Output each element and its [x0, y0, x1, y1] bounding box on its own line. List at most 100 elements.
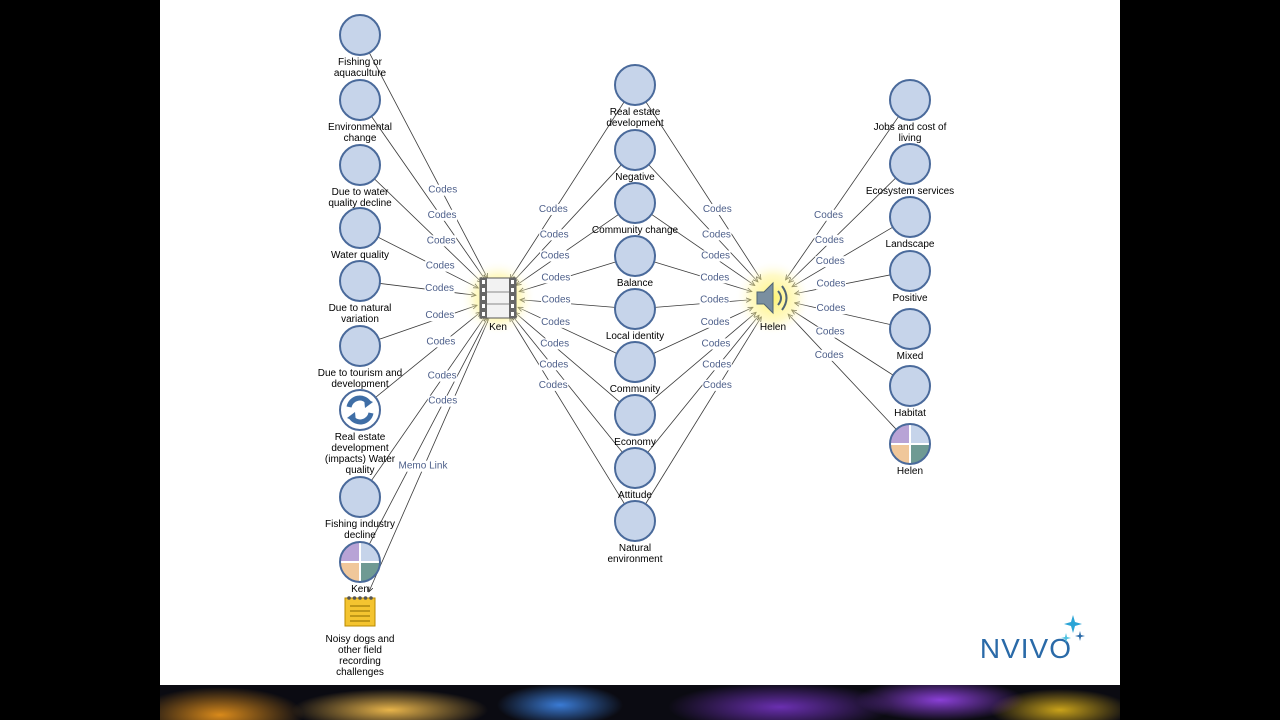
node-label: Community — [610, 384, 661, 395]
node-circle-icon — [614, 394, 656, 436]
edge-label: Memo Link — [399, 461, 449, 472]
edge-label: Codes — [541, 250, 570, 261]
node-r6[interactable]: Habitat — [889, 365, 931, 419]
node-circle-icon — [614, 129, 656, 171]
edge-label: Codes — [427, 235, 456, 246]
edge-m2-hubKen — [513, 164, 622, 282]
node-m8[interactable]: Attitude — [614, 447, 656, 501]
node-circle-icon — [889, 79, 931, 121]
edge-label-bg — [541, 294, 572, 306]
node-label: Habitat — [894, 408, 926, 419]
edge-label-bg — [815, 303, 846, 315]
node-m2[interactable]: Negative — [614, 129, 656, 183]
node-circle-icon — [889, 196, 931, 238]
node-m3[interactable]: Community change — [592, 182, 679, 236]
node-label: Balance — [617, 278, 654, 289]
edge-n9-hubKen — [368, 317, 488, 545]
edge-label: Codes — [542, 295, 571, 306]
node-circle-icon — [614, 288, 656, 330]
speaker-icon — [756, 281, 788, 315]
node-circle-icon — [339, 14, 381, 56]
edge-label: Codes — [816, 256, 845, 267]
edge-label-bg — [424, 310, 455, 322]
edge-label: Codes — [700, 272, 729, 283]
node-m6[interactable]: Community — [610, 341, 661, 395]
film-strip-icon — [479, 277, 517, 319]
edge-label-bg — [538, 379, 569, 391]
network-diagram: CodesCodesCodesCodesCodesCodesCodesCodes… — [318, 14, 954, 678]
edge-label: Codes — [701, 317, 730, 328]
node-label: Negative — [615, 172, 655, 183]
node-label: Ecosystem services — [866, 186, 954, 197]
edge-r7-hubHelen — [788, 314, 897, 430]
edge-r2-hubHelen — [789, 177, 896, 283]
node-n4[interactable]: Water quality — [331, 207, 389, 261]
edge-label: Codes — [817, 279, 846, 290]
edge-label: Codes — [540, 229, 569, 240]
edge-label-bg — [701, 359, 732, 371]
node-label: Attitude — [618, 490, 652, 501]
edge-m1-hubHelen — [645, 101, 761, 280]
edge-label-bg — [427, 370, 458, 382]
edge-n3-hubKen — [374, 178, 482, 283]
edge-m1-hubKen — [510, 101, 625, 280]
edge-label: Codes — [700, 295, 729, 306]
edge-label-bg — [702, 203, 733, 215]
edge-label: Codes — [815, 235, 844, 246]
node-label: Helen — [897, 466, 923, 477]
node-r5[interactable]: Mixed — [889, 308, 931, 362]
node-circle-icon — [339, 260, 381, 302]
edge-label: Codes — [539, 359, 568, 370]
edge-label-bg — [540, 250, 571, 262]
node-r2[interactable]: Ecosystem services — [866, 143, 954, 197]
node-m5[interactable]: Local identity — [606, 288, 664, 342]
edge-label-bg — [540, 272, 571, 284]
node-r4[interactable]: Positive — [889, 250, 931, 304]
edge-label-bg — [700, 250, 731, 262]
node-circle-icon — [339, 79, 381, 121]
node-m4[interactable]: Balance — [614, 235, 656, 289]
edge-label-bg — [427, 184, 458, 196]
node-r3[interactable]: Landscape — [886, 196, 935, 250]
edge-label-bg — [699, 272, 730, 284]
edge-label: Codes — [428, 371, 457, 382]
node-circle-icon — [614, 235, 656, 277]
node-m7[interactable]: Economy — [614, 394, 656, 448]
edge-label: Codes — [428, 396, 457, 407]
edge-label-bg — [540, 316, 571, 328]
edge-label-bg — [397, 460, 448, 472]
video-source-ken[interactable]: Ken — [460, 260, 536, 336]
edge-label-bg — [427, 395, 458, 407]
audio-source-helen[interactable]: Helen — [735, 260, 811, 336]
hub-label: Helen — [760, 322, 786, 333]
edge-label: Codes — [541, 272, 570, 283]
node-circle-icon — [339, 144, 381, 186]
node-circle-icon — [889, 365, 931, 407]
edge-label: Codes — [816, 327, 845, 338]
edge-m9-hubKen — [510, 317, 625, 505]
node-n9[interactable]: Ken — [339, 541, 381, 595]
node-circle-icon — [339, 207, 381, 249]
edge-label-bg — [427, 209, 458, 221]
node-r7[interactable]: Helen — [889, 423, 931, 477]
edge-label: Codes — [703, 204, 732, 215]
hub-label: Ken — [489, 322, 507, 333]
decorative-background-band — [160, 685, 1120, 720]
edge-label: Codes — [540, 338, 569, 349]
case-icon — [339, 541, 381, 583]
edge-label-bg — [426, 235, 457, 247]
edge-label: Codes — [702, 229, 731, 240]
